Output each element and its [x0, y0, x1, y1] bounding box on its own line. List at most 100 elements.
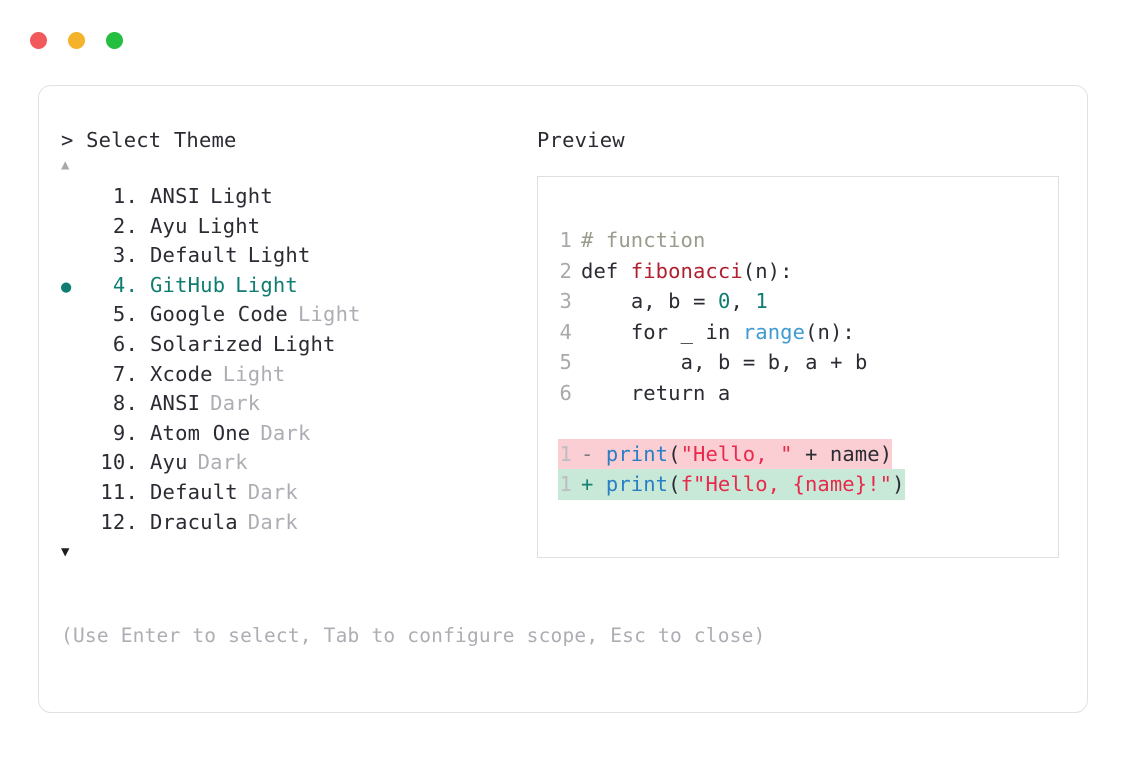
- code-token-punct: [618, 259, 630, 283]
- code-diff-row: 1+ print(f"Hello, {name}!"): [538, 469, 1058, 500]
- code-token-punct: +: [805, 441, 818, 466]
- theme-item-name: ANSI: [150, 184, 201, 208]
- code-token-punct: [581, 381, 593, 405]
- theme-item-name: ANSI: [150, 391, 201, 416]
- code-token-punct: [730, 320, 742, 344]
- theme-item-variant: Dark: [210, 391, 261, 416]
- code-token-punct: [656, 289, 668, 313]
- code-token-punct: [618, 350, 630, 374]
- code-token-punct: ): [892, 472, 905, 496]
- minimize-window-button[interactable]: [68, 32, 85, 49]
- code-token-identifier: a: [680, 350, 694, 374]
- code-line-number: 5: [559, 350, 572, 374]
- theme-item-name: Xcode: [150, 361, 213, 386]
- keyboard-hint-text: (Use Enter to select, Tab to configure s…: [61, 624, 766, 647]
- code-line-text: for _ in range(n):: [572, 317, 855, 348]
- code-token-punct: [668, 320, 680, 344]
- code-line: 3 a, b = 0, 1: [538, 286, 1058, 317]
- code-token-punct: (: [668, 472, 681, 496]
- code-token-punct: ,: [730, 289, 743, 313]
- theme-item-variant: Light: [210, 184, 273, 208]
- code-token-function: fibonacci: [630, 258, 743, 283]
- code-token-punct: [730, 350, 742, 374]
- scroll-up-icon[interactable]: ▲: [61, 157, 70, 173]
- code-line-number: 1: [559, 472, 572, 496]
- code-token-punct: [793, 350, 805, 374]
- code-token-identifier: n: [755, 258, 768, 283]
- window-controls: [30, 32, 123, 49]
- code-token-punct: [581, 289, 593, 313]
- code-token-string: f"Hello, {name}!": [680, 472, 893, 496]
- diff-sign: -: [581, 441, 606, 466]
- scroll-down-icon[interactable]: ▼: [61, 544, 70, 561]
- code-token-punct: =: [693, 289, 706, 313]
- theme-item-number: 3.: [112, 243, 138, 268]
- code-token-punct: ): [767, 258, 781, 283]
- close-window-button[interactable]: [30, 32, 47, 49]
- theme-item-variant: Dark: [247, 509, 298, 534]
- maximize-window-button[interactable]: [106, 32, 123, 49]
- theme-item-number: 8.: [112, 391, 138, 416]
- code-token-identifier: n: [817, 319, 830, 344]
- code-line-text: a, b = b, a + b: [572, 347, 868, 378]
- code-line-text: a, b = 0, 1: [572, 286, 768, 317]
- code-token-punct: [705, 381, 717, 405]
- code-line-number: 4: [559, 319, 572, 344]
- code-token-identifier: a: [805, 350, 818, 374]
- code-token-punct: [618, 381, 630, 405]
- code-token-punct: [755, 350, 767, 374]
- theme-item-number: 10.: [100, 450, 138, 475]
- code-token-punct: [793, 442, 805, 466]
- theme-item-variant: Light: [197, 213, 261, 238]
- theme-list-item[interactable]: 8. ANSI Dark: [61, 389, 531, 419]
- code-token-punct: ,: [643, 289, 656, 313]
- code-token-punct: [681, 289, 693, 313]
- code-token-punct: ): [829, 319, 843, 344]
- code-line-number: 1: [559, 228, 572, 252]
- theme-item-name: Dracula: [150, 509, 238, 534]
- code-token-punct: ,: [780, 350, 793, 374]
- code-token-identifier: name: [829, 441, 880, 466]
- theme-item-variant: Light: [222, 361, 286, 386]
- code-token-builtin: range: [742, 319, 806, 344]
- code-token-identifier: b: [668, 289, 681, 313]
- code-token-punct: (: [668, 441, 681, 466]
- code-token-identifier: b: [854, 350, 868, 374]
- code-token-builtin: print: [605, 441, 669, 466]
- code-token-punct: [818, 350, 830, 374]
- theme-item-variant: Light: [235, 272, 298, 297]
- page-title: > Select Theme: [61, 128, 237, 152]
- code-token-punct: [593, 289, 605, 313]
- code-line-number: 6: [559, 380, 572, 405]
- code-token-number: 0: [717, 289, 731, 313]
- code-token-punct: (: [742, 258, 756, 283]
- code-line: 4 for _ in range(n):: [538, 317, 1058, 348]
- theme-item-number: 2.: [112, 213, 138, 238]
- code-token-keyword: return: [630, 380, 706, 405]
- theme-item-name: Google Code: [150, 302, 288, 327]
- code-token-identifier: b: [717, 350, 731, 374]
- theme-item-number: 6.: [112, 331, 138, 356]
- code-token-punct: +: [830, 350, 843, 374]
- code-token-punct: [606, 350, 618, 374]
- code-token-keyword: def: [581, 258, 619, 283]
- code-token-punct: [618, 289, 630, 313]
- code-token-keyword: for: [630, 319, 669, 344]
- code-token-punct: ,: [693, 350, 706, 374]
